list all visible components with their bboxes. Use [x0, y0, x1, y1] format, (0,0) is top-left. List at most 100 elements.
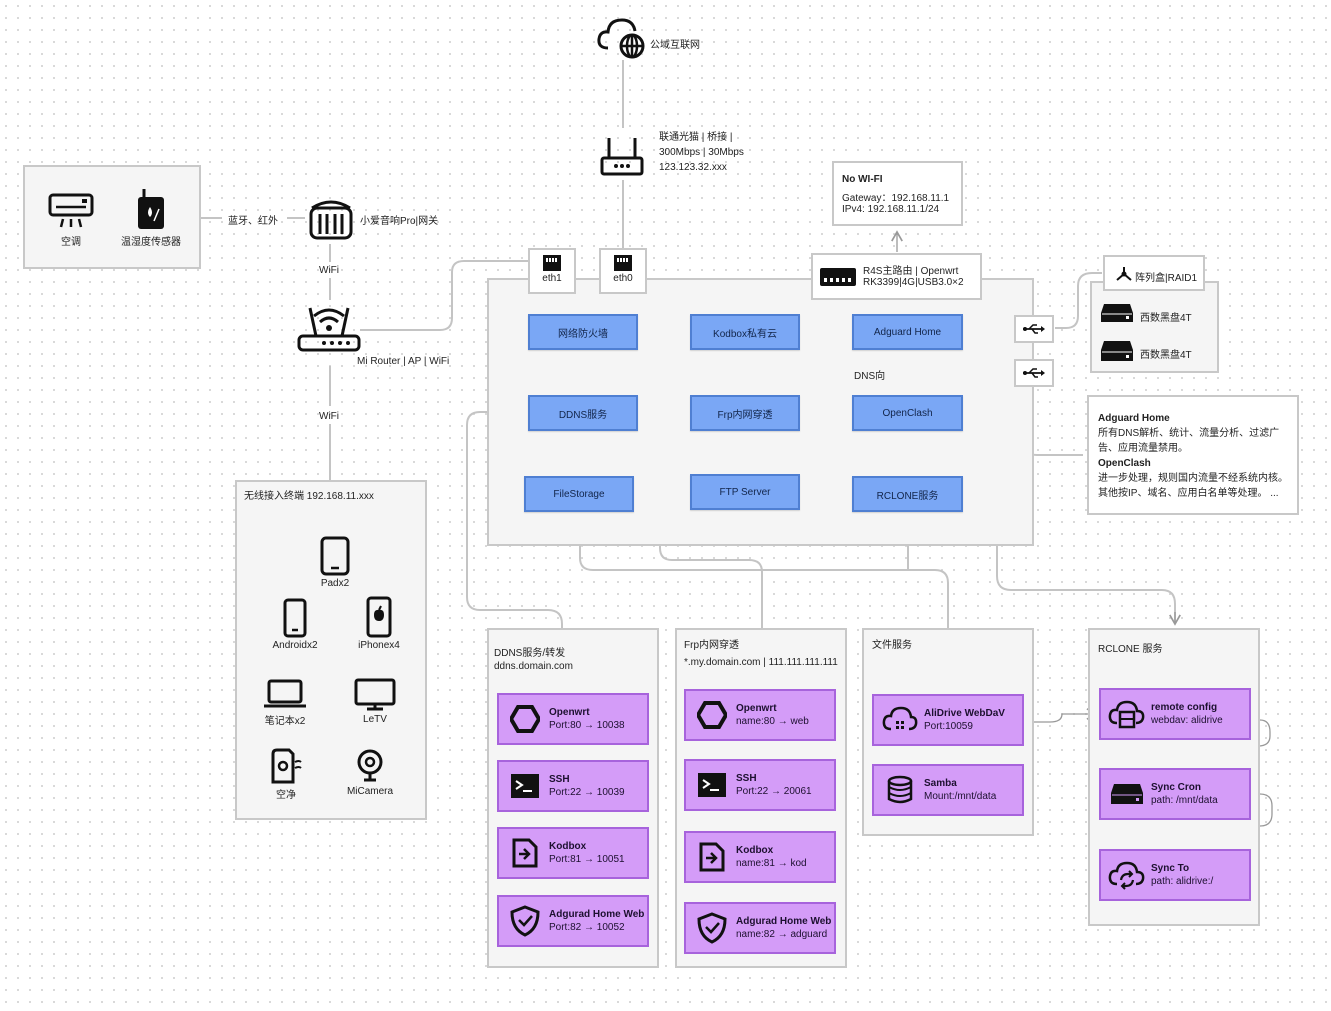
ethernet-port-icon: [543, 255, 561, 271]
tablet-icon: [320, 536, 350, 576]
item-name: AliDrive WebDaV: [924, 708, 1005, 719]
ethernet-port-icon: [614, 255, 632, 271]
service-label: FileStorage: [553, 488, 605, 500]
modem-line3: 123.123.32.xxx: [659, 162, 727, 173]
ipv4-text: IPv4: 192.168.11.1/24: [842, 204, 940, 215]
raid-header: 阵列盒|RAID1: [1103, 255, 1205, 291]
gateway-text: Gateway：192.168.11.1: [842, 193, 950, 204]
usb-icon: [1023, 368, 1045, 378]
bluetooth-ir-label: 蓝牙、红外: [228, 216, 278, 227]
service-filestorage[interactable]: FileStorage: [524, 476, 634, 512]
no-wifi-info: No WI-FI Gateway：192.168.11.1 IPv4: 192.…: [832, 161, 963, 226]
service-adguard[interactable]: Adguard Home: [852, 314, 963, 350]
item-detail: webdav: alidrive: [1151, 715, 1223, 726]
rclone-panel-title: RCLONE 服务: [1098, 644, 1163, 655]
internet-label: 公域互联网: [650, 40, 700, 51]
service-label: RCLONE服务: [876, 490, 939, 502]
wifi-label-lower: WiFi: [319, 411, 339, 422]
air-purifier-icon: [271, 748, 302, 784]
wifi-label-upper: WiFi: [319, 265, 339, 276]
service-ddns[interactable]: DDNS服务: [528, 395, 638, 431]
dns-forward-label: DNS向: [854, 371, 886, 382]
smart-speaker-icon: [309, 200, 353, 240]
modem-info: 联通光猫 | 桥接 | 300Mbps | 30Mbps 123.123.32.…: [659, 130, 744, 175]
internet-node: [596, 14, 648, 63]
sensor-device: 温湿度传感器: [111, 187, 191, 248]
wireless-title: 无线接入终端 192.168.11.xxx: [244, 491, 374, 502]
camera-icon: [357, 749, 383, 782]
item-detail: path: /mnt/data: [1151, 795, 1218, 806]
mi-router-node: [296, 302, 362, 359]
note-openclash-title: OpenClash: [1098, 458, 1151, 469]
ddns-panel-domain: ddns.domain.com: [494, 661, 573, 672]
network-share-icon: [1116, 267, 1132, 281]
cloud-sync-icon: [1108, 861, 1145, 890]
disk1-label: 西数黑盘4T: [1140, 313, 1192, 324]
item-detail: name:80 → web: [736, 716, 809, 727]
r4s-line1: R4S主路由 | Openwrt: [863, 266, 959, 277]
router-box-icon: [820, 268, 856, 286]
frp-panel-domain: *.my.domain.com | 111.111.111.111: [684, 657, 838, 668]
file-panel-title: 文件服务: [872, 640, 912, 651]
service-label: OpenClash: [882, 407, 933, 419]
device-label: MiCamera: [346, 786, 394, 797]
note-adguard-desc2: 告、应用流量禁用。: [1098, 443, 1188, 454]
item-detail: name:82 → adguard: [736, 929, 828, 940]
modem-line2: 300Mbps | 30Mbps: [659, 147, 744, 158]
modem-node: [598, 134, 646, 181]
r4s-line2: RK3399|4G|USB3.0×2: [863, 277, 964, 288]
item-name: SSH: [549, 774, 570, 785]
service-frp[interactable]: Frp内网穿透: [690, 395, 800, 431]
device-android: Androidx2: [255, 598, 335, 651]
device-pad: Padx2: [295, 536, 375, 589]
android-phone-icon: [283, 598, 307, 638]
smart-home-group: 空调 温湿度传感器: [23, 165, 201, 269]
service-label: Kodbox私有云: [713, 328, 777, 340]
hard-disk-icon: [1111, 784, 1143, 804]
device-label: 笔记本x2: [264, 716, 306, 727]
note-openclash-desc1: 进一步处理，规则国内流量不经系统内核。: [1098, 473, 1288, 484]
raid-box: 西数黑盘4T 西数黑盘4T: [1090, 281, 1219, 373]
disk2-label: 西数黑盘4T: [1140, 350, 1192, 361]
service-label: FTP Server: [719, 486, 771, 498]
thermo-sensor-icon: [138, 189, 164, 229]
tv-icon: [354, 678, 396, 711]
modem-line1: 联通光猫 | 桥接 |: [659, 132, 733, 143]
device-label: Padx2: [320, 578, 350, 589]
item-name: Kodbox: [549, 841, 587, 852]
item-detail: path: alidrive:/: [1151, 876, 1214, 887]
file-import-icon: [699, 842, 725, 872]
cloud-globe-icon: [597, 18, 645, 59]
sensor-label: 温湿度传感器: [121, 237, 181, 248]
device-label: Androidx2: [272, 640, 318, 651]
ddns-panel-title: DDNS服务/转发: [494, 648, 566, 659]
file-import-icon: [512, 838, 538, 868]
service-rclone[interactable]: RCLONE服务: [852, 476, 963, 512]
eth0-port: eth0: [599, 248, 647, 294]
device-air-purifier: 空净: [246, 748, 326, 801]
usb-icon: [1023, 324, 1045, 334]
service-ftp[interactable]: FTP Server: [690, 474, 800, 510]
service-kodbox[interactable]: Kodbox私有云: [690, 314, 800, 350]
openwrt-icon: [510, 705, 540, 733]
service-firewall[interactable]: 网络防火墙: [528, 314, 638, 350]
device-label: iPhonex4: [358, 640, 400, 651]
service-label: DDNS服务: [558, 409, 608, 421]
service-openclash[interactable]: OpenClash: [852, 395, 963, 431]
note-openclash-desc2: 其他按IP、域名、应用白名单等处理。 ...: [1098, 488, 1279, 499]
service-label: Frp内网穿透: [717, 409, 773, 421]
item-detail: Port:22 → 20061: [736, 786, 812, 797]
